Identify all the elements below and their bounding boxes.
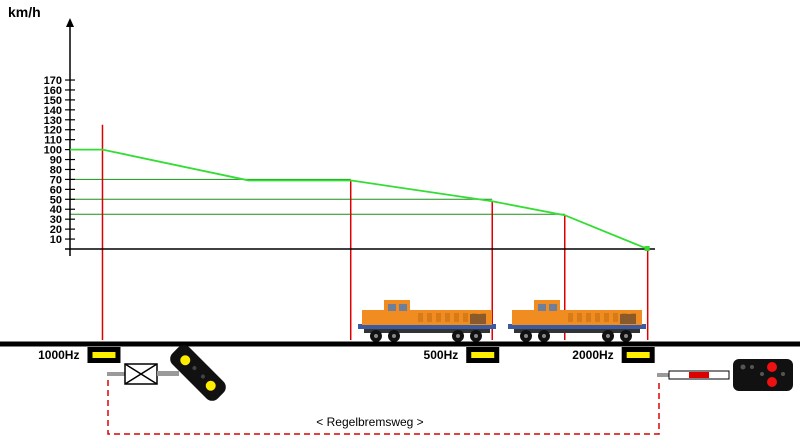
locomotive-consist [358, 300, 646, 342]
locomotive-cab [384, 300, 410, 325]
locomotive-cab-window [549, 304, 557, 311]
speed-curve [70, 148, 649, 250]
speed-ticks: 1020304050607080901001101201301401501601… [44, 75, 75, 246]
locomotive-grille [620, 314, 636, 324]
locomotive-underframe [364, 329, 490, 333]
locomotive-vent [577, 313, 582, 322]
signal-lamp-red-icon [767, 362, 777, 372]
locomotive [358, 300, 496, 342]
locomotive-vent [568, 313, 573, 322]
speed-tick-label: 110 [44, 135, 62, 147]
track-magnets: 1000Hz 500Hz 2000Hz [38, 347, 655, 363]
speed-tick-label: 50 [50, 194, 62, 206]
signal-lamp-off-icon [760, 372, 764, 376]
speed-tick-label: 100 [44, 145, 62, 157]
speed-axis-arrow [66, 18, 74, 27]
speed-tick-label: 140 [44, 105, 62, 117]
signal-lamp-off-icon [781, 372, 785, 376]
speed-tick-label: 20 [50, 224, 62, 236]
signal-lamp-red-icon [767, 377, 777, 387]
speed-tick-label: 160 [44, 85, 62, 97]
position-marker-lines [101, 124, 649, 340]
locomotive-wheel-hub [374, 334, 378, 338]
main-signal-post [657, 373, 669, 377]
locomotive-frame [358, 324, 496, 329]
speed-tick-label: 30 [50, 214, 62, 226]
speed-unit-label: km/h [8, 4, 41, 20]
locomotive-vent [604, 313, 609, 322]
locomotive-frame [508, 324, 646, 329]
speed-tick-label: 60 [50, 184, 62, 196]
locomotive-vent [445, 313, 450, 322]
signal-lamp-off-icon [200, 374, 205, 379]
distant-signal-arm [157, 371, 179, 376]
reference-speed-lines [70, 178, 565, 215]
main-signal-mast-red-band [689, 372, 709, 378]
braking-distance-label: < Regelbremsweg > [316, 415, 423, 429]
magnet-frequency-label: 2000Hz [572, 348, 613, 362]
track-magnet-face [471, 352, 495, 358]
locomotive-wheel-hub [392, 334, 396, 338]
speed-tick-label: 120 [44, 125, 62, 137]
speed-tick-label: 80 [50, 164, 62, 176]
locomotive-cab [534, 300, 560, 325]
signal-lamp-off-icon [740, 364, 746, 370]
locomotive-grille [470, 314, 486, 324]
track-magnet-face [626, 352, 650, 358]
locomotive-vent [463, 313, 468, 322]
speed-tick-label: 90 [50, 155, 62, 167]
locomotive-wheel-hub [456, 334, 460, 338]
locomotive [508, 300, 646, 342]
braking-distance-path [107, 380, 660, 435]
locomotive-wheel-hub [606, 334, 610, 338]
locomotive-vent [586, 313, 591, 322]
locomotive-cab-window [388, 304, 396, 311]
locomotive-vent [427, 313, 432, 322]
magnet-frequency-label: 500Hz [424, 348, 459, 362]
signal-lamp-yellow-icon [205, 380, 216, 391]
magnet-frequency-label: 1000Hz [38, 348, 79, 362]
track-magnet-face [92, 352, 116, 358]
locomotive-wheel-hub [542, 334, 546, 338]
distant-signal-post [107, 372, 125, 376]
distant-signal-cross [124, 363, 158, 385]
locomotive-vent [595, 313, 600, 322]
locomotive-vent [454, 313, 459, 322]
signal-lamp-off-icon [192, 366, 197, 371]
signal-lamp-yellow-icon [180, 355, 191, 366]
locomotive-wheel-hub [524, 334, 528, 338]
locomotive-wheel-hub [474, 334, 478, 338]
speed-tick-label: 10 [50, 234, 62, 246]
speed-tick-label: 150 [44, 95, 62, 107]
speed-tick-label: 70 [50, 174, 62, 186]
locomotive-cab-window [538, 304, 546, 311]
speed-chart: km/h 10203040506070809010011012013014015… [8, 4, 655, 340]
signal-lamp-off-icon [750, 365, 754, 369]
locomotive-underframe [514, 329, 640, 333]
speed-tick-label: 40 [50, 204, 62, 216]
locomotive-vent [436, 313, 441, 322]
locomotive-cab-window [399, 304, 407, 311]
curve-end-point [644, 246, 650, 251]
locomotive-vent [418, 313, 423, 322]
speed-tick-label: 130 [44, 115, 62, 127]
locomotive-vent [613, 313, 618, 322]
speed-tick-label: 170 [44, 75, 62, 87]
distant-signal [107, 345, 226, 401]
locomotive-wheel-hub [624, 334, 628, 338]
main-signal [657, 359, 793, 391]
